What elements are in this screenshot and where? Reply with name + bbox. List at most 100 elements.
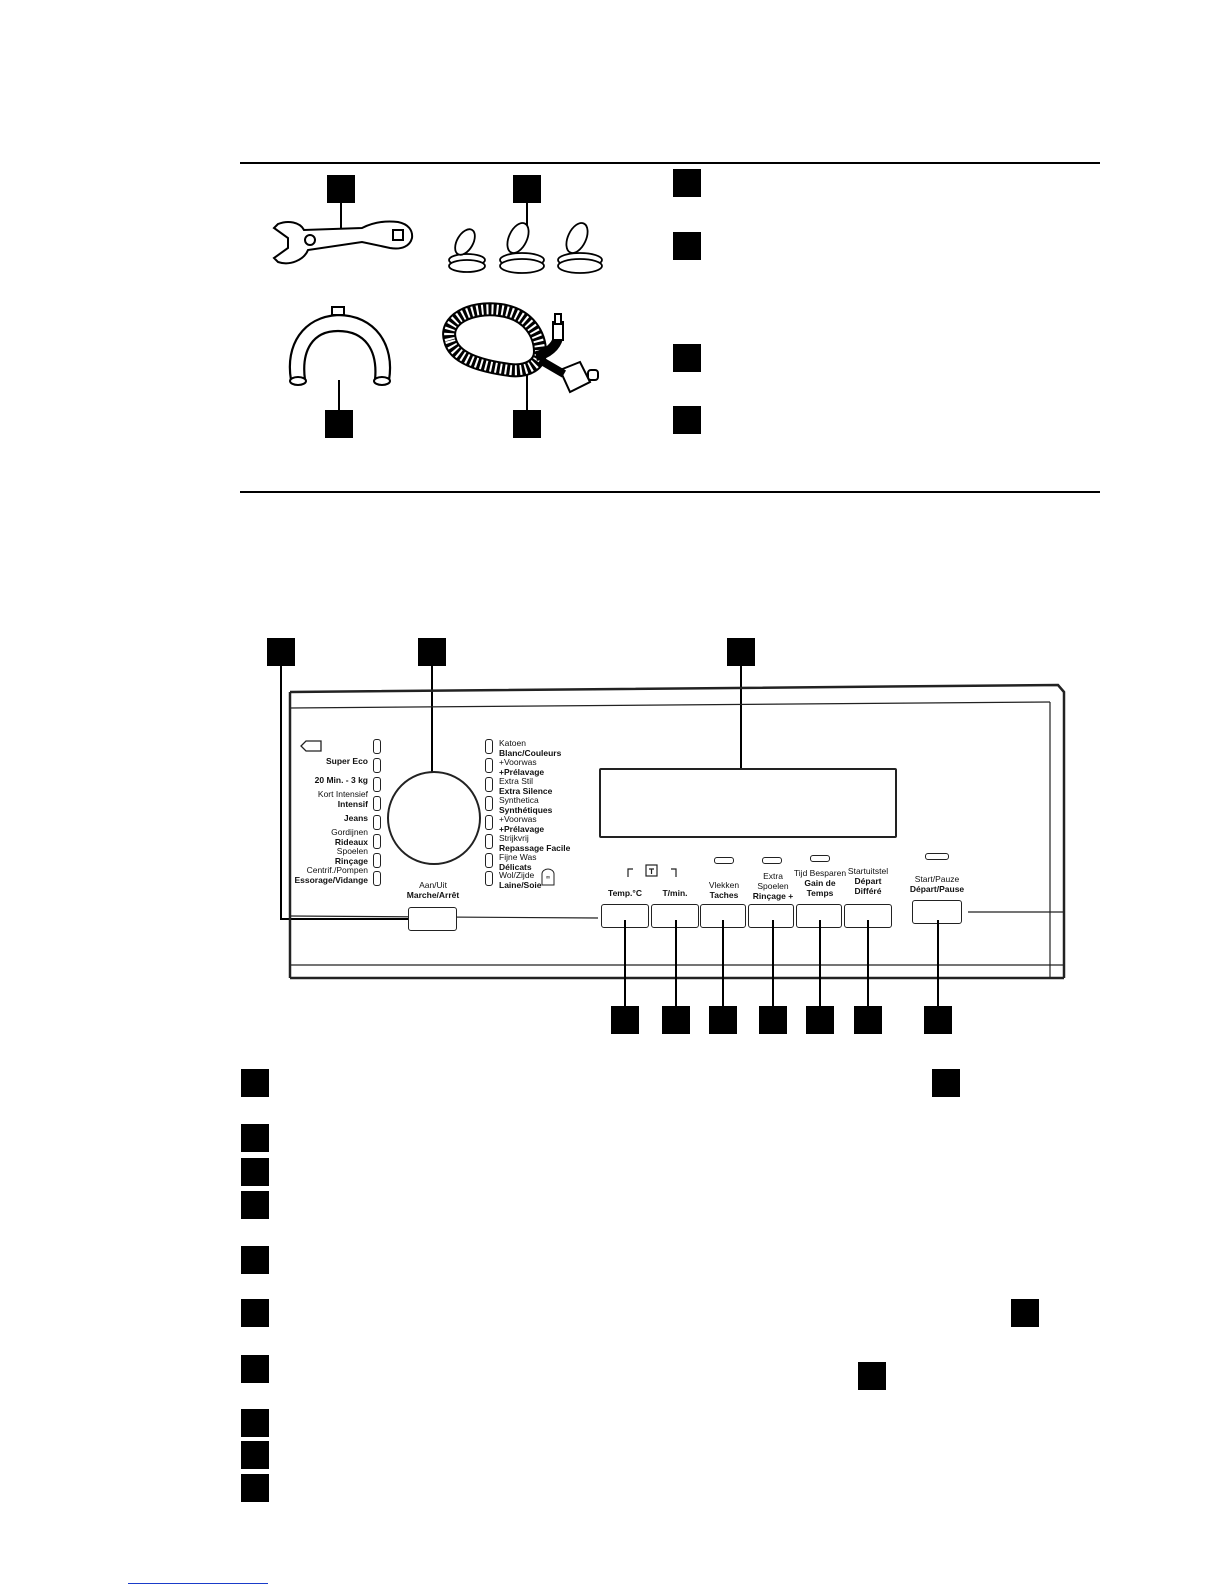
leader-line xyxy=(819,920,821,1006)
marker-hose-guide xyxy=(325,410,353,438)
legend-marker xyxy=(241,1299,269,1327)
programme-label-20min: 20 Min. - 3 kg xyxy=(314,775,368,785)
drain-hose-icon xyxy=(442,302,599,394)
legend-marker-inline xyxy=(1011,1299,1039,1327)
leader-line xyxy=(338,380,340,410)
programme-label-super-eco: Super Eco xyxy=(325,756,368,766)
control-panel-frame xyxy=(288,683,1066,980)
temperature-button[interactable] xyxy=(601,904,649,928)
programme-label-jeans: Jeans xyxy=(343,813,368,823)
leader-line xyxy=(431,666,433,781)
leader-line xyxy=(937,920,939,1006)
temp-label: Temp.°C xyxy=(608,888,642,898)
programme-indicator xyxy=(485,853,493,868)
led-start xyxy=(925,853,949,860)
marker-spin xyxy=(662,1006,690,1034)
legend-marker xyxy=(241,1441,269,1469)
legend-marker xyxy=(241,1355,269,1383)
programme-indicator xyxy=(485,834,493,849)
programme-label-voorwas1: +Voorwas+Prélavage xyxy=(499,757,545,777)
woolmark-icon: ∞ xyxy=(541,868,555,886)
extra-rinse-button[interactable] xyxy=(748,904,794,928)
marker-display xyxy=(727,638,755,666)
programme-indicator xyxy=(373,777,381,792)
legend-marker xyxy=(673,169,701,197)
section-divider xyxy=(240,491,1100,493)
legend-marker xyxy=(241,1409,269,1437)
leader-line xyxy=(867,920,869,1006)
programme-indicator xyxy=(485,739,493,754)
leader-line xyxy=(740,666,742,779)
marker-start xyxy=(924,1006,952,1034)
programme-indicator xyxy=(485,796,493,811)
programme-indicator xyxy=(485,777,493,792)
power-button[interactable] xyxy=(408,907,457,931)
legend-marker-inline xyxy=(932,1069,960,1097)
programme-indicator xyxy=(373,758,381,773)
legend-marker xyxy=(241,1158,269,1186)
legend-marker xyxy=(673,232,701,260)
leader-line xyxy=(675,920,677,1006)
programme-indicator xyxy=(373,815,381,830)
programme-indicator xyxy=(485,758,493,773)
top-divider xyxy=(240,162,1100,164)
legend-marker-inline xyxy=(858,1362,886,1390)
leader-line xyxy=(280,666,282,920)
programme-indicator xyxy=(373,871,381,886)
tag-icon xyxy=(300,740,322,752)
legend-marker xyxy=(241,1191,269,1219)
programme-indicator xyxy=(373,796,381,811)
marker-temp xyxy=(611,1006,639,1034)
marker-delay xyxy=(854,1006,882,1034)
hose-guide-icon xyxy=(288,306,392,386)
leader-line xyxy=(722,920,724,1006)
legend-marker xyxy=(673,406,701,434)
leader-line xyxy=(526,202,528,226)
marker-caps xyxy=(513,175,541,203)
svg-text:∞: ∞ xyxy=(546,874,551,881)
marker-stains xyxy=(709,1006,737,1034)
leader-line xyxy=(340,202,342,228)
marker-hose xyxy=(513,410,541,438)
programme-dial[interactable] xyxy=(386,770,482,866)
display-screen xyxy=(599,768,897,838)
led-extra-rinse xyxy=(762,857,782,864)
led-stains xyxy=(714,857,734,864)
child-lock-icon xyxy=(627,864,677,877)
leader-line xyxy=(526,372,528,410)
transit-caps-icon xyxy=(448,222,603,274)
spanner-icon xyxy=(272,220,414,265)
marker-spanner xyxy=(327,175,355,203)
programme-indicator xyxy=(485,871,493,886)
programme-indicator xyxy=(485,815,493,830)
legend-marker xyxy=(241,1124,269,1152)
programme-indicator xyxy=(373,834,381,849)
footer-link-underline xyxy=(128,1583,268,1584)
led-time-save xyxy=(810,855,830,862)
legend-marker xyxy=(241,1474,269,1502)
legend-marker xyxy=(673,344,701,372)
leader-line xyxy=(280,918,410,920)
marker-dial xyxy=(418,638,446,666)
leader-line xyxy=(624,920,626,1006)
legend-marker xyxy=(241,1069,269,1097)
programme-indicator xyxy=(373,853,381,868)
legend-marker xyxy=(241,1246,269,1274)
marker-time-save xyxy=(806,1006,834,1034)
marker-programme-selector xyxy=(267,638,295,666)
